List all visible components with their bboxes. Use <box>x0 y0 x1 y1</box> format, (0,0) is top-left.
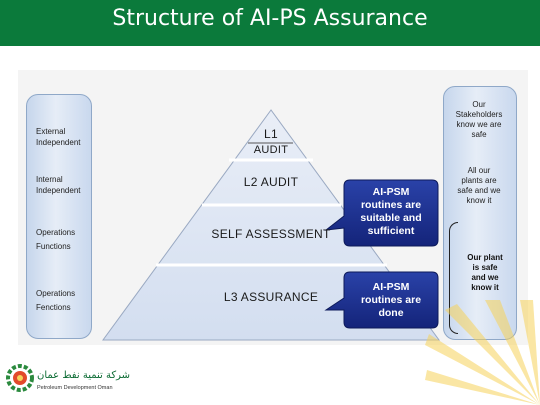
right-label-plants: All our plants are safe and we know it <box>449 166 509 206</box>
right-label-line: safe <box>471 130 487 139</box>
pyramid-l3-label: L3 ASSURANCE <box>223 290 319 304</box>
title-underline <box>0 44 540 46</box>
left-panel <box>26 94 92 339</box>
right-label-line: All our <box>467 166 491 175</box>
right-label-line: know we are <box>456 120 502 129</box>
bubble-line: AI-PSM <box>372 186 410 198</box>
speech-bubble-done <box>324 271 439 329</box>
left-label-line: Operations <box>36 228 76 237</box>
slide-title: Structure of AI-PS Assurance <box>112 6 428 31</box>
left-label-operations-1: Operations Functions <box>36 226 75 254</box>
bubble-text-suitable: AI-PSM routines are suitable and suffici… <box>346 186 436 238</box>
sun-rays-decoration <box>425 300 540 405</box>
right-label-line: know it <box>466 196 492 205</box>
right-label-line: safe and we <box>457 186 501 195</box>
right-label-our-plant: Our plant is safe and we know it <box>455 253 515 293</box>
right-label-line: is safe <box>472 263 498 272</box>
right-label-stakeholders: Our Stakeholders know we are safe <box>449 100 509 140</box>
footer-company-name: Petroleum Development Oman <box>37 385 113 391</box>
left-label-operations-2: Operations Fenctions <box>36 287 75 315</box>
bubble-line: sufficient <box>367 225 415 237</box>
left-label-line: Operations <box>36 289 76 298</box>
right-label-line: know it <box>471 283 499 292</box>
pyramid-audit-label: AUDIT <box>253 144 289 156</box>
right-label-line: and we <box>471 273 499 282</box>
bubble-line: suitable and <box>360 212 422 224</box>
left-label-line: Independent <box>36 186 81 195</box>
footer-arabic-name: شركة تنمية نفط عمان <box>37 370 130 381</box>
pdo-logo <box>6 364 34 392</box>
right-label-line: Stakeholders <box>455 110 503 119</box>
left-label-internal: Internal Independent <box>36 174 81 196</box>
left-label-external: External Independent <box>36 126 81 148</box>
right-label-line: plants are <box>461 176 497 185</box>
bubble-line: done <box>378 307 404 319</box>
pyramid-self-assessment-label: SELF ASSESSMENT <box>211 227 331 241</box>
left-label-line: Fenctions <box>36 303 71 312</box>
right-panel <box>443 86 517 340</box>
left-label-line: Internal <box>36 175 63 184</box>
bubble-line: routines are <box>360 294 422 306</box>
speech-bubble-suitable <box>324 179 439 247</box>
right-label-line: Our plant <box>467 253 503 262</box>
left-label-line: Functions <box>36 242 71 251</box>
title-bar <box>0 0 540 44</box>
bubble-line: routines are <box>360 199 422 211</box>
left-label-line: Independent <box>36 138 81 147</box>
pyramid-l2-label: L2 AUDIT <box>243 175 299 189</box>
right-label-line: Our <box>472 100 486 109</box>
pyramid-l1-label: L1 <box>264 127 278 141</box>
bubble-text-done: AI-PSM routines are done <box>346 281 436 320</box>
left-label-line: External <box>36 127 66 136</box>
bubble-line: AI-PSM <box>372 281 410 293</box>
